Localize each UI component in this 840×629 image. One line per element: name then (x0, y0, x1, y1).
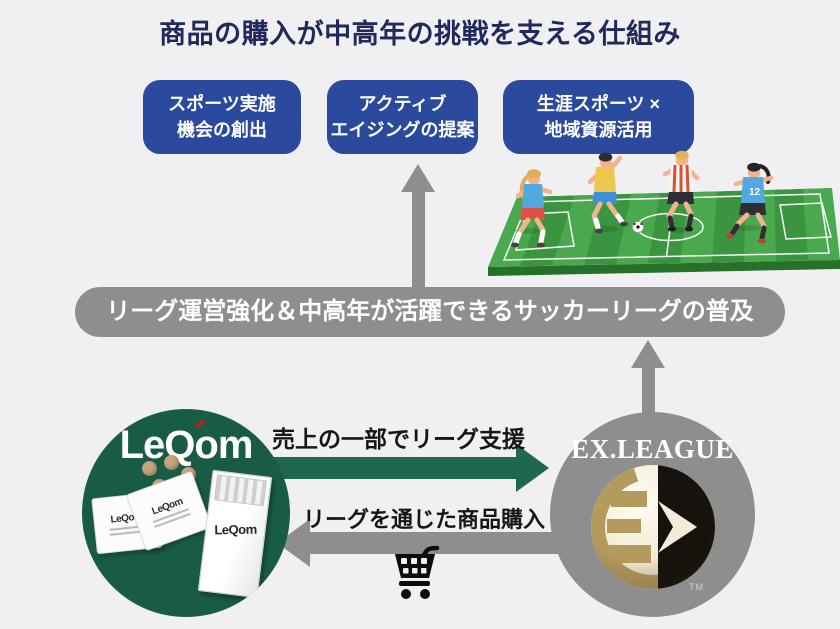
goal-box-line: アクティブ (358, 93, 447, 114)
sachet-label: LeQom (150, 495, 185, 517)
up-arrow-icon (631, 340, 665, 368)
soccer-player (662, 150, 700, 233)
product-box-sachets (213, 474, 267, 507)
goal-box-line: 地域資源活用 (544, 120, 653, 140)
product-box-label: LeQom (214, 521, 257, 538)
goal-box-line: スポーツ実施 (168, 93, 276, 114)
soccer-field-illustration: 12 (488, 150, 840, 276)
up-arrow-shaft (642, 366, 655, 414)
goal-box-lifelong-sports: 生涯スポーツ × 地域資源活用 (503, 80, 694, 154)
exleague-ball-icon (591, 465, 715, 589)
purchase-arrow-shaft (310, 532, 562, 554)
soccer-player (587, 152, 628, 234)
product-box: LeQom (197, 469, 273, 599)
goal-box-line: 機会の創出 (177, 120, 267, 140)
page-title: 商品の購入が中高年の挑戦を支える仕組み (159, 19, 681, 49)
support-flow-label: 売上の一部でリーグ支援 (272, 426, 525, 452)
up-arrow-shaft (412, 190, 425, 288)
player-jersey-number: 12 (749, 187, 761, 198)
leqom-brand-circle: LeQom LeQom LeQom LeQom (82, 409, 290, 617)
league-banner: リーグ運営強化＆中高年が活躍できるサッカーリーグの普及 (75, 287, 785, 337)
tablet-icon (142, 461, 157, 476)
exleague-name: EX.LEAGUE (571, 434, 734, 464)
trademark-label: TM (689, 582, 704, 592)
exleague-brand-circle: EX.LEAGUE (550, 412, 755, 617)
goal-box-line: 生涯スポーツ × (536, 93, 661, 114)
purchase-flow-label: リーグを通じた商品購入 (303, 507, 546, 532)
tablet-icon (164, 455, 179, 470)
field-side (488, 260, 840, 276)
soccer-player: 12 (726, 162, 774, 244)
right-arrow-icon (516, 444, 549, 492)
support-arrow-shaft (263, 457, 517, 479)
up-arrow-icon (401, 164, 435, 192)
goal-box-active-aging: アクティブ エイジングの提案 (327, 80, 478, 154)
leqom-logo: LeQom (119, 423, 254, 467)
goal-box-sports-opportunity: スポーツ実施 機会の創出 (143, 80, 301, 154)
shopping-cart-icon (395, 545, 440, 599)
soccer-player (511, 169, 553, 248)
soccer-ball-icon (632, 221, 644, 233)
goal-box-line: エイジングの提案 (330, 120, 475, 140)
